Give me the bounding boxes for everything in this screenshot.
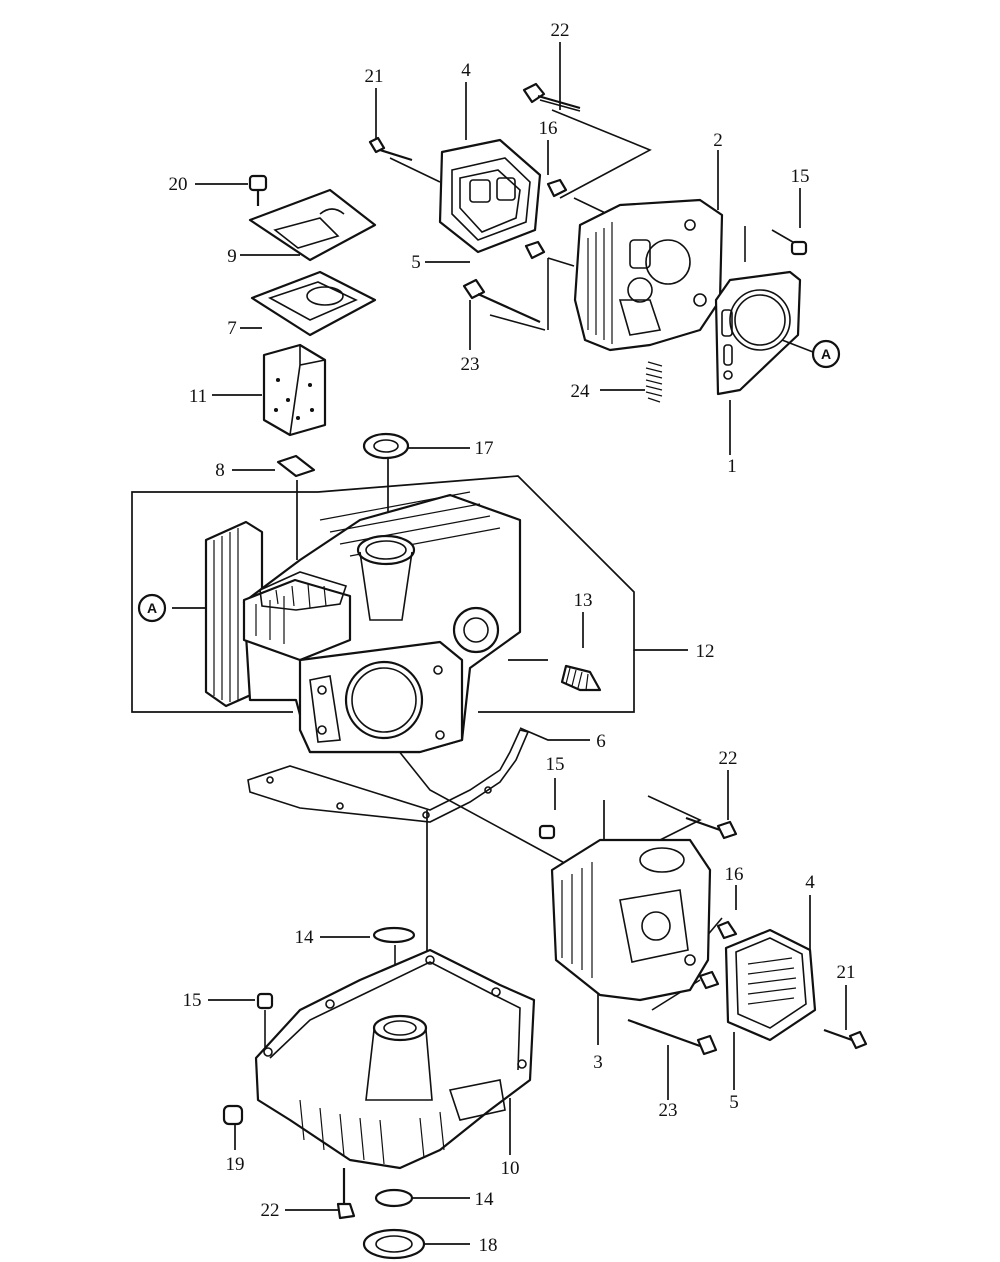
valve-cover-top: [438, 138, 542, 254]
bolt-23-bottom: [627, 1018, 718, 1056]
head-gasket-1: [714, 270, 802, 396]
valve-cover-right: [724, 928, 817, 1042]
callout-23-top: 23: [461, 354, 480, 375]
screw-20: [248, 174, 268, 206]
callout-15-left: 15: [183, 990, 202, 1011]
callout-4-right: 4: [805, 872, 815, 893]
callout-5-top: 5: [411, 252, 421, 273]
callout-6: 6: [596, 731, 606, 752]
callout-3: 3: [593, 1052, 603, 1073]
dowel-15-top: [790, 240, 808, 256]
callout-5-bottom: 5: [729, 1092, 739, 1113]
callout-7: 7: [227, 318, 237, 339]
callout-17: 17: [475, 438, 494, 459]
callout-19: 19: [226, 1154, 245, 1175]
callout-23-bottom: 23: [659, 1100, 678, 1121]
callout-15-mid: 15: [546, 754, 565, 775]
seal-17: [362, 432, 410, 460]
callout-12: 12: [696, 641, 715, 662]
callout-21-right: 21: [837, 962, 856, 983]
reference-mark-a-right: A: [811, 339, 841, 369]
leader-lines: [131, 42, 847, 1245]
cylinder-head-2: [573, 198, 724, 352]
callout-15-top: 15: [791, 166, 810, 187]
callout-8: 8: [215, 460, 225, 481]
callout-11: 11: [189, 386, 207, 407]
crankcase-12: [204, 491, 522, 754]
nut-16-right: [698, 920, 738, 990]
oring-14-top: [372, 926, 416, 944]
bolt-22-top: [522, 82, 581, 112]
oring-14-bottom: [374, 1188, 414, 1208]
bolt-21-top: [368, 136, 413, 162]
reference-mark-a-left: A: [137, 593, 167, 623]
dowel-15-mid: [538, 824, 556, 840]
bolt-22-bottom: [336, 1168, 356, 1220]
callout-4-top: 4: [461, 60, 471, 81]
breather-gasket-7: [250, 270, 377, 337]
reed-plate-8: [276, 454, 316, 478]
callout-22-top: 22: [551, 20, 570, 41]
callout-16-top: 16: [539, 118, 558, 139]
callout-21-top: 21: [365, 66, 384, 87]
callout-22-right: 22: [719, 748, 738, 769]
breather-cover-9: [248, 188, 377, 262]
gasket-6: [247, 729, 530, 823]
callout-13: 13: [574, 590, 593, 611]
filter-element-11: [262, 343, 327, 437]
spring-24: [645, 361, 663, 403]
tube-13: [560, 664, 602, 692]
callout-22-bottom: 22: [261, 1200, 280, 1221]
seal-18: [362, 1228, 426, 1260]
callout-labels: 22 21 4 16 2 15 20 9 5 7 23 24 1 11 17 8…: [169, 20, 856, 1256]
svg-text:A: A: [821, 346, 831, 362]
callout-10: 10: [501, 1158, 520, 1179]
nut-16-top: [524, 178, 568, 260]
callout-2: 2: [713, 130, 723, 151]
bolt-22-right: [685, 816, 738, 840]
callout-16-right: 16: [725, 864, 744, 885]
callout-9: 9: [227, 246, 237, 267]
cylinder-head-3: [550, 838, 712, 1002]
callout-24: 24: [571, 381, 591, 402]
callout-20: 20: [169, 174, 188, 195]
bolt-21-right: [823, 1028, 868, 1050]
dowel-15-left: [256, 992, 274, 1010]
oil-sump-10: [254, 948, 536, 1170]
callout-14-bottom: 14: [475, 1189, 495, 1210]
plug-19: [222, 1104, 244, 1126]
callout-18: 18: [479, 1235, 498, 1256]
callout-14-top: 14: [295, 927, 315, 948]
bolt-23-top: [462, 278, 541, 324]
svg-text:A: A: [147, 600, 157, 616]
callout-1: 1: [727, 456, 737, 477]
